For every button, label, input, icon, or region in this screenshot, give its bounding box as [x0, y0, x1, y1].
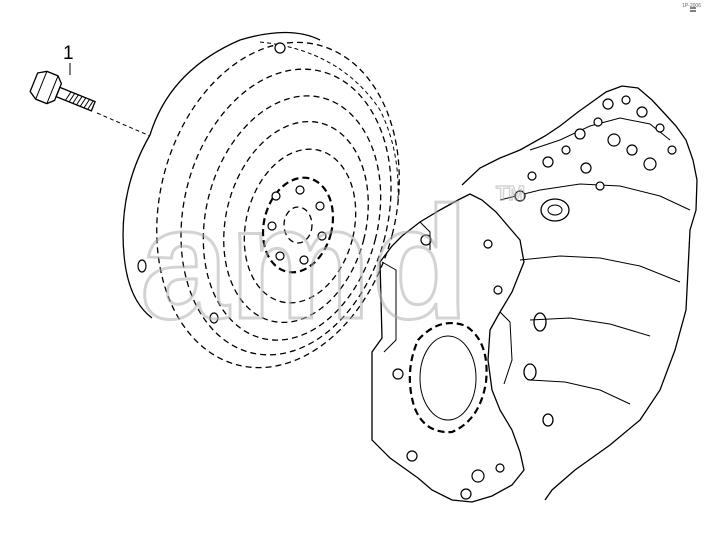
watermark-text: amd — [140, 173, 469, 352]
engine-block — [461, 7, 698, 501]
watermark-trademark: TM — [496, 183, 525, 205]
watermark-logo: amd TM — [139, 172, 526, 354]
drawing-code: 1P-2006 — [682, 3, 701, 9]
flywheel — [122, 31, 400, 369]
flywheel-housing-plate — [371, 193, 525, 503]
bolt — [29, 70, 96, 112]
callout-label-1: 1 — [63, 43, 74, 64]
assembly-axis-line — [96, 112, 151, 137]
